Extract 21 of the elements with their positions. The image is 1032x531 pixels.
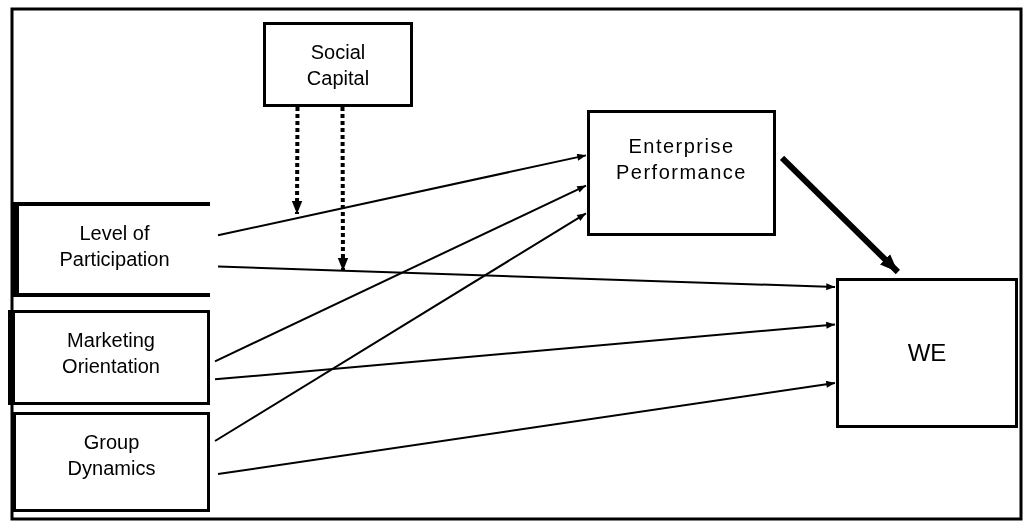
dotted-arrow xyxy=(337,107,349,271)
arrow xyxy=(214,212,587,442)
process-box xyxy=(12,202,210,297)
arrow xyxy=(214,184,587,363)
dotted-arrow xyxy=(291,107,303,214)
process-box xyxy=(12,412,210,512)
node-label: Social Capital xyxy=(305,40,371,91)
process-box xyxy=(263,22,413,107)
node-label: WE xyxy=(907,340,947,366)
node-label: Marketing Orientation xyxy=(61,328,161,379)
node-label: Level of Participation xyxy=(58,221,171,272)
process-box xyxy=(8,310,210,405)
process-box xyxy=(836,278,1018,428)
arrow xyxy=(779,155,900,275)
arrow xyxy=(217,265,836,291)
node-label: Enterprise Performance xyxy=(615,134,748,185)
arrow xyxy=(217,153,587,237)
arrow xyxy=(214,321,836,381)
process-box xyxy=(587,110,776,236)
arrow xyxy=(217,380,836,475)
node-label: Group Dynamics xyxy=(66,430,157,481)
